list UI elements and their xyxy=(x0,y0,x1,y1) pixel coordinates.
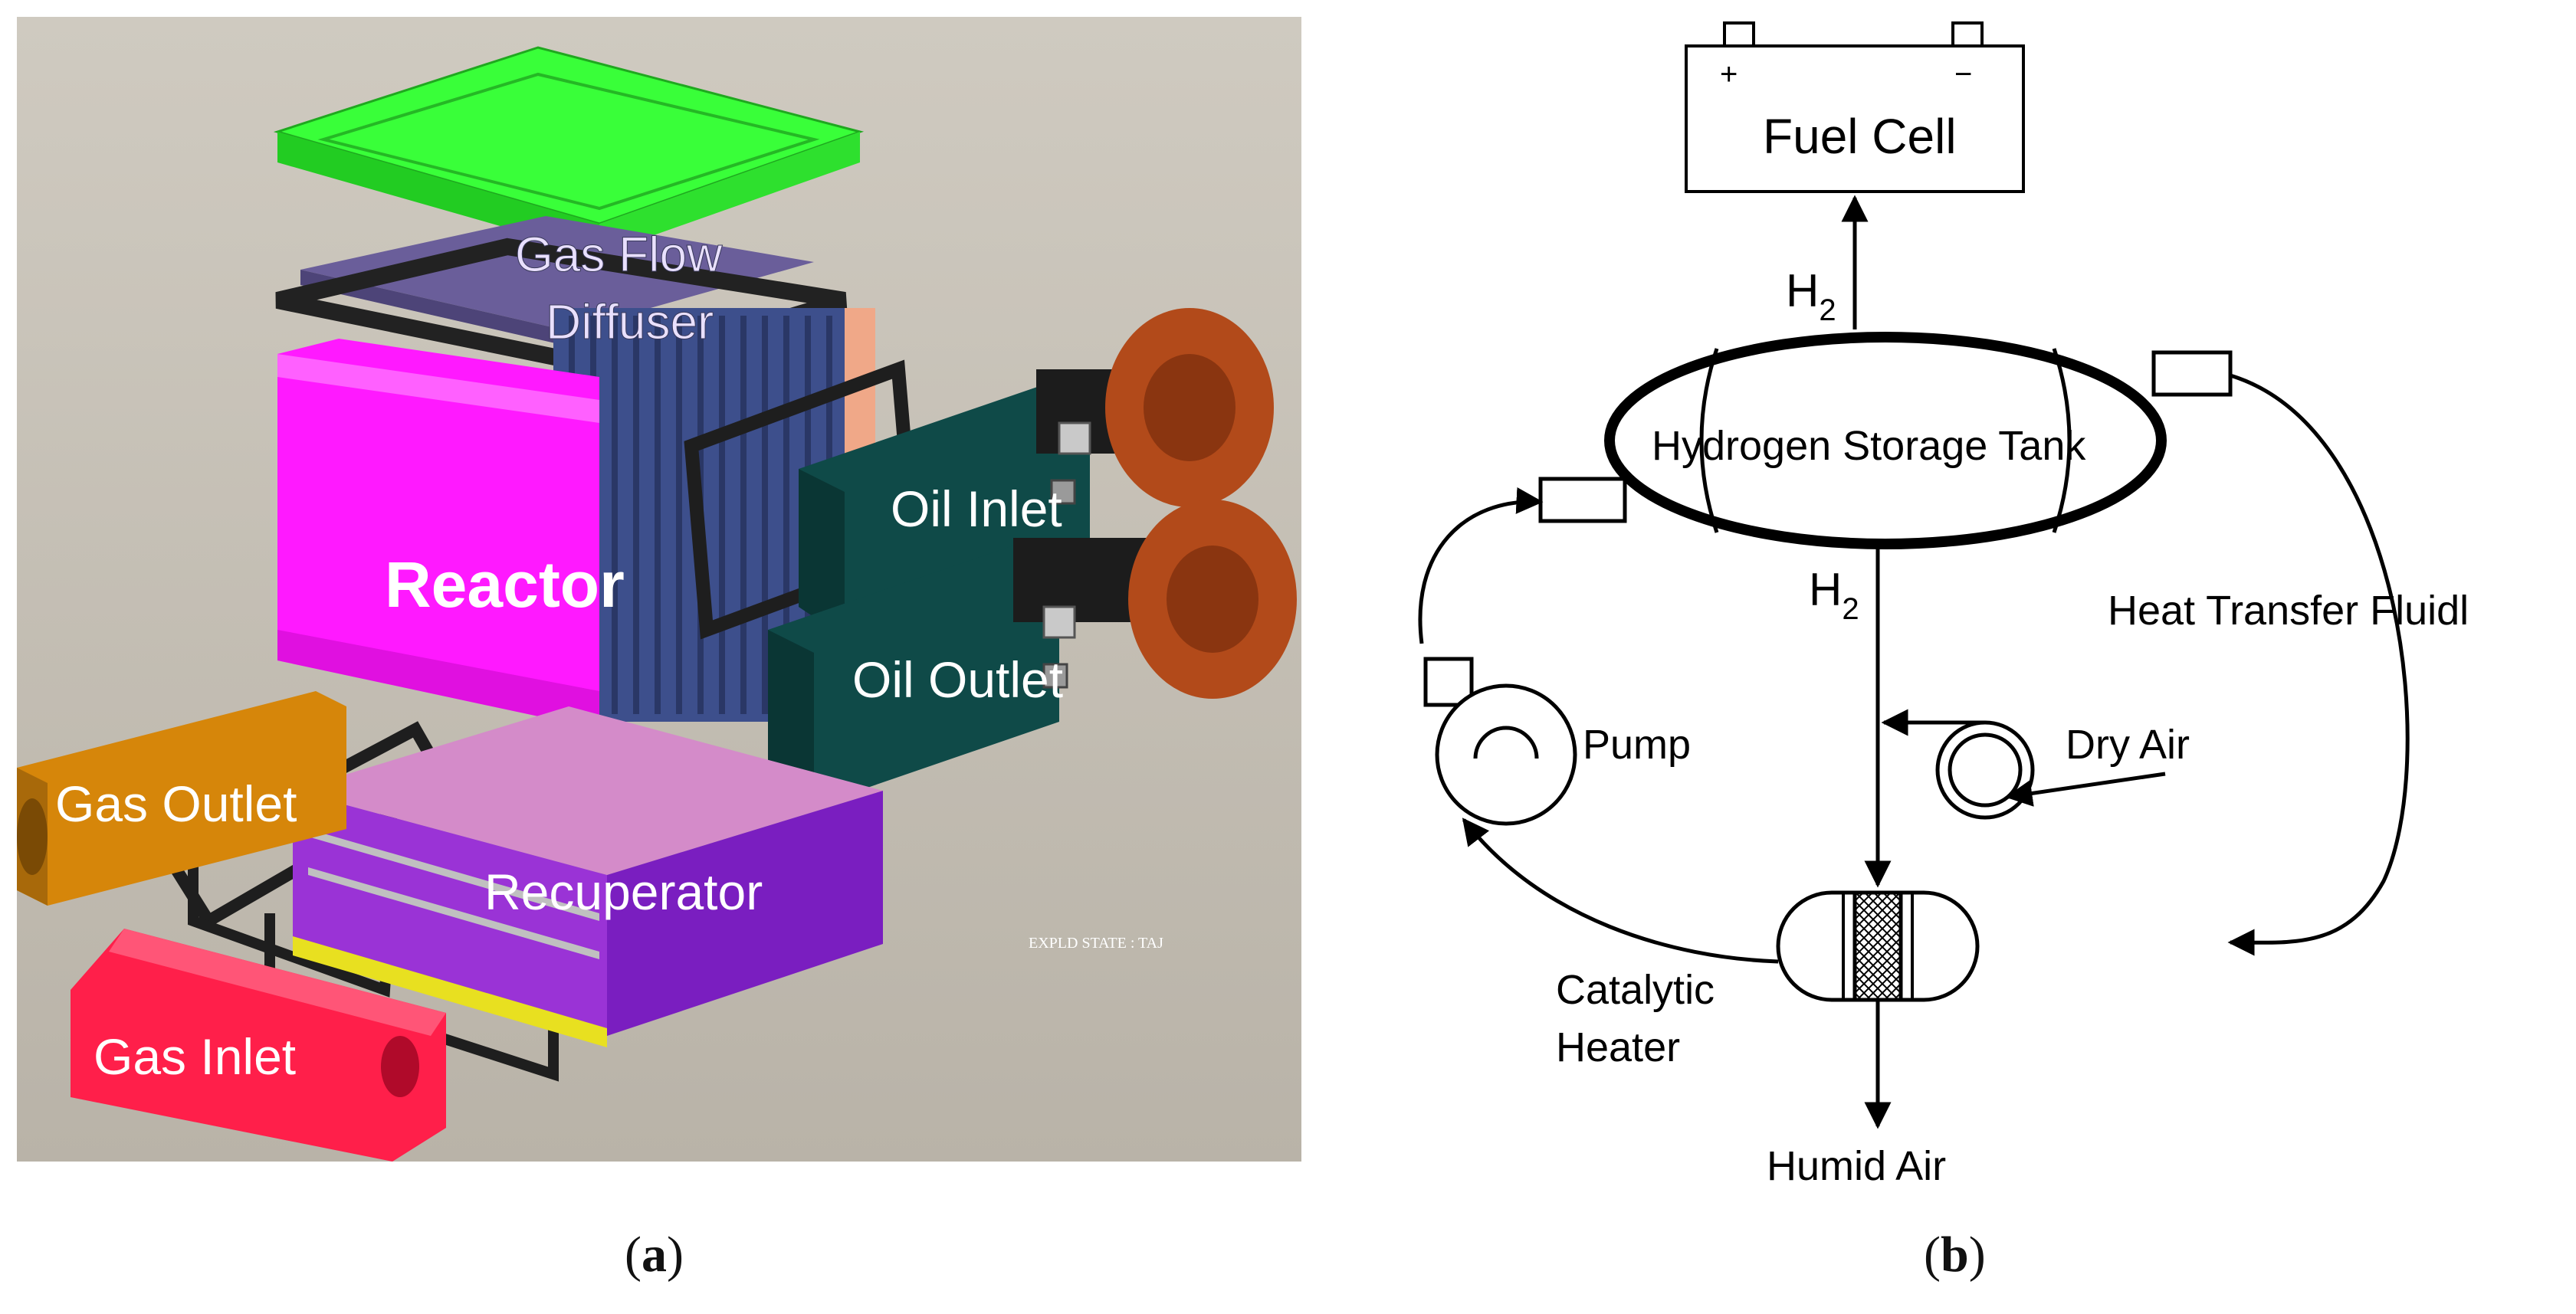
dry-air-inlet-arrow xyxy=(2005,772,2166,807)
gasket-top xyxy=(275,238,848,378)
h2-mid-label: H2 xyxy=(1809,564,1859,626)
label-diffuser: Diffuser xyxy=(546,294,714,349)
label-gas-flow: Gas Flow xyxy=(515,227,723,282)
fuel-cell-plus: + xyxy=(1720,57,1738,91)
label-recuperator: Recuperator xyxy=(484,863,763,920)
pipe-fittings xyxy=(1042,421,1091,689)
gas-outlet-block xyxy=(17,691,346,906)
label-gas-inlet: Gas Inlet xyxy=(94,1028,296,1085)
label-reactor: Reactor xyxy=(385,549,625,621)
humid-air-label: Humid Air xyxy=(1767,1143,1946,1189)
label-gas-outlet: Gas Outlet xyxy=(55,775,297,832)
pump xyxy=(1423,657,1577,826)
label-oil-inlet: Oil Inlet xyxy=(891,480,1062,537)
core-fin xyxy=(719,316,725,714)
catalytic-label-2: Heater xyxy=(1556,1024,1680,1070)
catalytic-heater xyxy=(1776,890,1980,1002)
catalytic-label-1: Catalytic xyxy=(1556,967,1715,1013)
pump-label: Pump xyxy=(1583,722,1691,768)
heat-transfer-label: Heat Transfer Fluidl xyxy=(2108,588,2469,634)
label-stamp: EXPLD STATE : TAJ xyxy=(1029,935,1163,952)
label-oil-outlet: Oil Outlet xyxy=(852,651,1063,708)
panel-a-exploded-reactor-render: Gas Flow Diffuser Reactor Oil Inlet Oil … xyxy=(17,17,1301,1162)
flange-top xyxy=(1105,308,1274,507)
heat-transfer-fluid-loop xyxy=(2227,373,2410,956)
fuel-cell-minus: − xyxy=(1954,57,1972,91)
core-fin xyxy=(762,316,768,714)
core-fin xyxy=(655,316,661,714)
h2-top-label: H2 xyxy=(1786,265,1836,327)
gas-flow-diffuser xyxy=(300,216,814,346)
gas-inlet-block xyxy=(71,929,446,1162)
flange-bottom xyxy=(1128,500,1297,699)
fuel-cell xyxy=(1685,21,2025,193)
dry-air-label: Dry Air xyxy=(2066,722,2190,768)
dry-air-source xyxy=(1935,720,2035,820)
core-fin xyxy=(783,316,789,714)
core-fin xyxy=(676,316,682,714)
recuperator xyxy=(293,706,883,1047)
core-fin xyxy=(633,316,639,714)
oil-outlet-block xyxy=(768,538,1151,806)
core-fin xyxy=(612,316,618,714)
reactor-body xyxy=(277,339,599,729)
panel-b-hydrogen-system-schematic: + − Fuel Cell H2 Hydrogen Storage Tank H… xyxy=(1349,0,2576,1195)
caption-b: (b) xyxy=(1924,1227,1986,1283)
caption-a: (a) xyxy=(625,1227,684,1283)
heater-to-pump-loop xyxy=(1462,818,1779,964)
core-fin xyxy=(740,316,747,714)
pump-to-tank-loop xyxy=(1418,487,1544,644)
tank-label: Hydrogen Storage Tank xyxy=(1652,423,2086,469)
fuel-cell-label: Fuel Cell xyxy=(1763,109,1957,164)
